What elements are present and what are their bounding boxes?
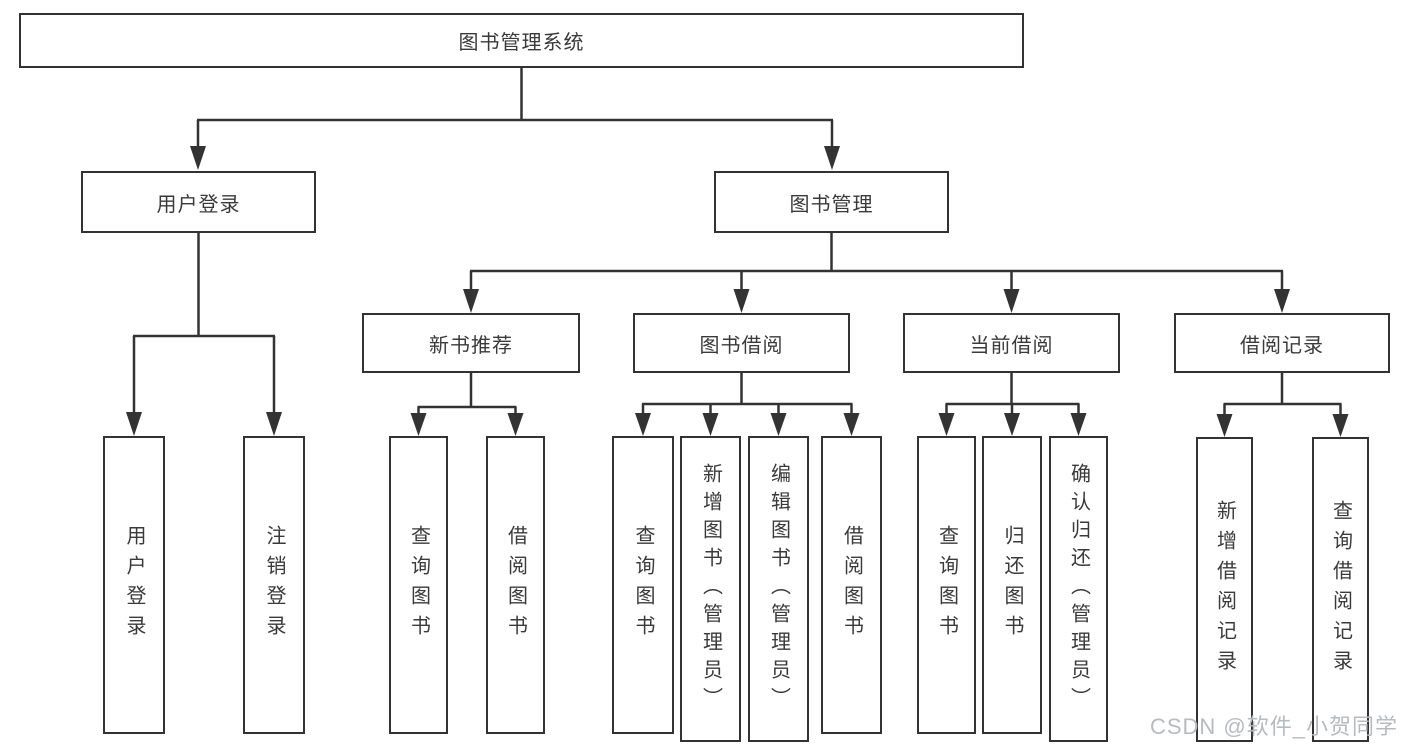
node-current-borrowing: 当前借阅 [903,313,1120,373]
leaf-label: 查询图书 [935,525,958,645]
leaf-label: 查询图书 [407,525,430,645]
leaf-label: 查询图书 [632,525,654,645]
csdn-watermark: CSDN @软件_小贺同学 [1149,714,1398,739]
leaf-query-books-current: 查询图书 [917,436,976,734]
leaf-user-login: 用户登录 [103,436,165,734]
leaf-label: 确认归还（管理员） [1067,463,1090,715]
leaf-add-book-admin: 新增图书（管理员） [680,436,741,742]
leaf-query-borrow-record: 查询借阅记录 [1312,437,1369,742]
leaf-logout: 注销登录 [243,436,305,734]
node-user-login: 用户登录 [81,171,316,233]
leaf-borrow-books-recommend: 借阅图书 [486,436,545,734]
node-label: 新书推荐 [429,334,513,357]
leaf-edit-book-admin: 编辑图书（管理员） [748,436,809,742]
node-label: 借阅记录 [1240,334,1324,357]
leaf-label: 用户登录 [123,525,145,645]
leaf-label: 编辑图书（管理员） [767,463,790,715]
leaf-confirm-return-admin: 确认归还（管理员） [1049,436,1108,742]
node-label: 图书管理系统 [458,32,585,54]
leaf-borrow-books: 借阅图书 [821,436,882,734]
leaf-label: 新增图书（管理员） [699,463,722,715]
node-book-borrowing: 图书借阅 [633,313,850,373]
leaf-query-books-borrow: 查询图书 [612,436,674,734]
leaf-label: 归还图书 [1001,525,1023,645]
leaf-label: 新增借阅记录 [1213,499,1236,680]
leaf-label: 注销登录 [263,525,285,645]
node-label: 图书管理 [789,193,874,216]
leaf-label: 借阅图书 [504,525,527,645]
node-library-management-system: 图书管理系统 [19,13,1024,68]
node-label: 当前借阅 [969,334,1054,357]
node-book-management: 图书管理 [714,171,949,233]
node-label: 图书借阅 [699,334,784,357]
leaf-query-books-recommend: 查询图书 [389,436,448,734]
leaf-return-book: 归还图书 [982,436,1042,734]
node-borrowing-records: 借阅记录 [1174,313,1390,373]
node-label: 用户登录 [156,193,241,216]
leaf-label: 借阅图书 [840,525,863,645]
leaf-label: 查询借阅记录 [1329,499,1352,680]
node-new-book-recommendation: 新书推荐 [362,313,580,373]
leaf-add-borrow-record: 新增借阅记录 [1196,437,1253,742]
